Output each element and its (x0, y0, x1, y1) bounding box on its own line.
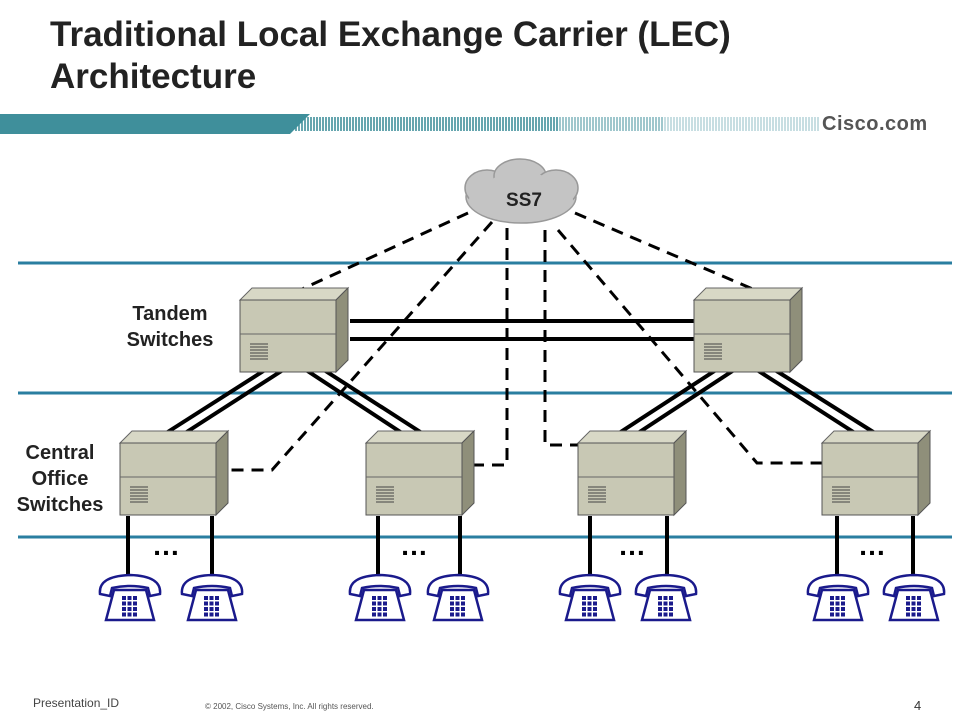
ss7-cloud-icon (464, 158, 579, 224)
co-label-line-2: Office (31, 468, 89, 490)
co-phone-links (126, 516, 915, 575)
telephone-icon-6 (634, 573, 698, 622)
central-office-switches-label: Central Office Switches (0, 440, 120, 518)
title-line-1: Traditional Local Exchange Carrier (LEC) (50, 15, 731, 54)
presentation-id: Presentation_ID (33, 696, 120, 710)
page-number: 4 (914, 698, 922, 713)
co-switch-1-icon (118, 429, 230, 517)
telephone-icon-4 (426, 573, 490, 622)
co-label-line-3: Switches (16, 494, 104, 516)
co-label-line-1: Central (25, 442, 95, 464)
ellipsis-2: … (400, 530, 428, 561)
co-switch-4-icon (820, 429, 932, 517)
tandem-co-links (161, 368, 880, 437)
ellipsis-1: … (152, 530, 180, 561)
telephone-icon-7 (806, 573, 870, 622)
telephone-icon-2 (180, 573, 244, 622)
tandem-switches-label: Tandem Switches (110, 301, 230, 353)
slide-title: Traditional Local Exchange Carrier (LEC)… (50, 14, 930, 98)
cisco-logo: Cisco.com (822, 113, 928, 135)
tandem-switch-left-icon (238, 286, 350, 374)
tandem-trunks (350, 319, 697, 341)
ellipsis-4: … (858, 530, 886, 561)
co-switch-3-icon (576, 429, 688, 517)
ss7-signaling-links (225, 211, 823, 472)
co-switch-2-icon (364, 429, 476, 517)
title-line-2: Architecture (50, 57, 257, 96)
telephone-icon-5 (558, 573, 622, 622)
telephone-icon-3 (348, 573, 412, 622)
ss7-label: SS7 (506, 190, 542, 211)
header-banner (0, 114, 819, 134)
tandem-label-line-1: Tandem (132, 303, 208, 325)
ellipsis-3: … (618, 530, 646, 561)
copyright-text: © 2002, Cisco Systems, Inc. All rights r… (205, 702, 374, 711)
tandem-switch-right-icon (692, 286, 804, 374)
tandem-label-line-2: Switches (126, 329, 214, 351)
telephone-icon-8 (882, 573, 946, 622)
telephone-icon-1 (98, 573, 162, 622)
